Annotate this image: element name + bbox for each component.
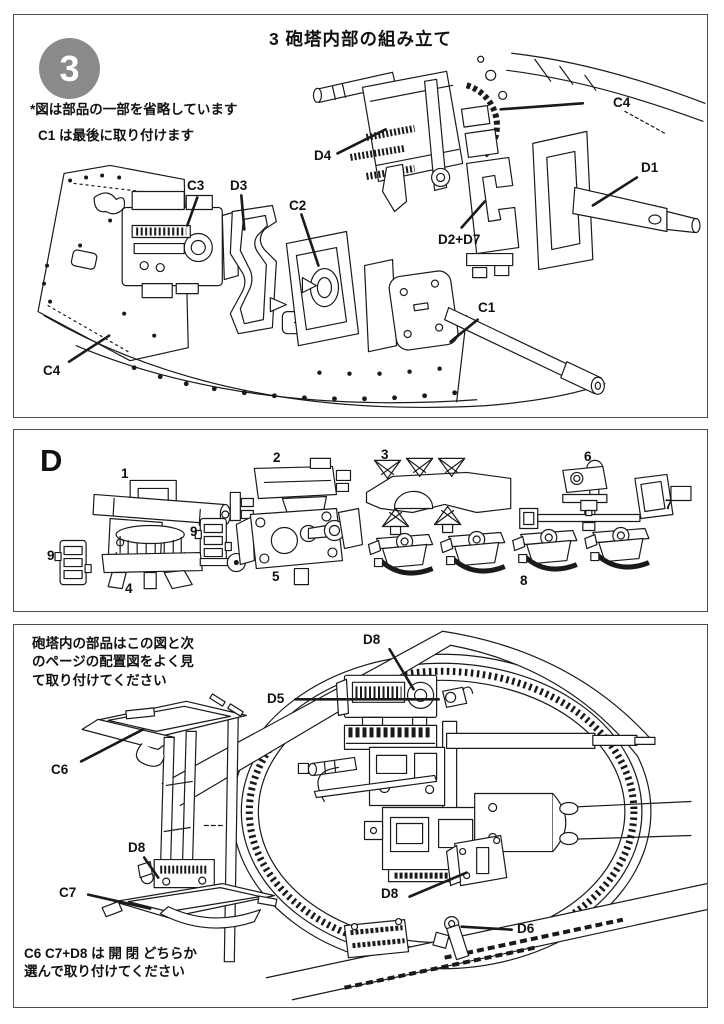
panel-sprue-d-parts: D 1 2 3 6 7 9 9 4 5 8 <box>13 429 708 612</box>
callout-d4: D4 <box>314 148 332 163</box>
callout-c1: C1 <box>478 300 496 315</box>
turret-top-view-illustration <box>79 630 707 1001</box>
callout-c2: C2 <box>289 198 307 213</box>
callout-d1: D1 <box>641 160 659 175</box>
part-number-9-right: 9 <box>190 524 198 539</box>
part-number-7: 7 <box>665 497 673 512</box>
callout-c4-top: C4 <box>613 95 631 110</box>
note-open-closed-choice: C6 C7+D8 は 開 閉 どちらか 選んで取り付けてください <box>24 946 197 980</box>
callout-d3: D3 <box>230 178 248 193</box>
callout-d8-top: D8 <box>363 632 381 647</box>
callout-d8-bottom: D8 <box>381 886 399 901</box>
panel-turret-placement: 砲塔内の部品はこの図と次 のページの配置図をよく見 て取り付けてください C6 … <box>13 624 708 1008</box>
part-number-9-left: 9 <box>47 548 55 563</box>
callout-d8-left: D8 <box>128 840 146 855</box>
note-parts-omitted: *図は部品の一部を省略しています <box>30 102 238 117</box>
panel-turret-assembly: 3 3 砲塔内部の組み立て *図は部品の一部を省略しています C1 は最後に取り… <box>13 14 708 418</box>
part-number-2: 2 <box>273 450 281 465</box>
callout-c3: C3 <box>187 178 205 193</box>
part-number-4: 4 <box>125 581 133 596</box>
part-number-8: 8 <box>520 573 528 588</box>
page-title: 3 砲塔内部の組み立て <box>268 29 453 49</box>
part-number-1: 1 <box>121 466 129 481</box>
part-number-6: 6 <box>584 449 592 464</box>
callout-c6: C6 <box>51 762 69 777</box>
part-number-3: 3 <box>381 447 389 462</box>
sprue-letter-d: D <box>40 443 63 478</box>
note-c1-last: C1 は最後に取り付けます <box>38 128 195 143</box>
callout-c7: C7 <box>59 885 77 900</box>
parts-illustration <box>54 457 692 590</box>
callout-c4-bottom: C4 <box>43 363 61 378</box>
assembly-illustration <box>37 52 706 409</box>
note-placement: 砲塔内の部品はこの図と次 のページの配置図をよく見 て取り付けてください <box>32 636 194 688</box>
step-number-badge: 3 <box>39 38 100 99</box>
callout-d6: D6 <box>517 921 535 936</box>
part-number-5: 5 <box>272 569 280 584</box>
callout-d5: D5 <box>267 691 285 706</box>
callout-d2-d7: D2+D7 <box>438 232 481 247</box>
